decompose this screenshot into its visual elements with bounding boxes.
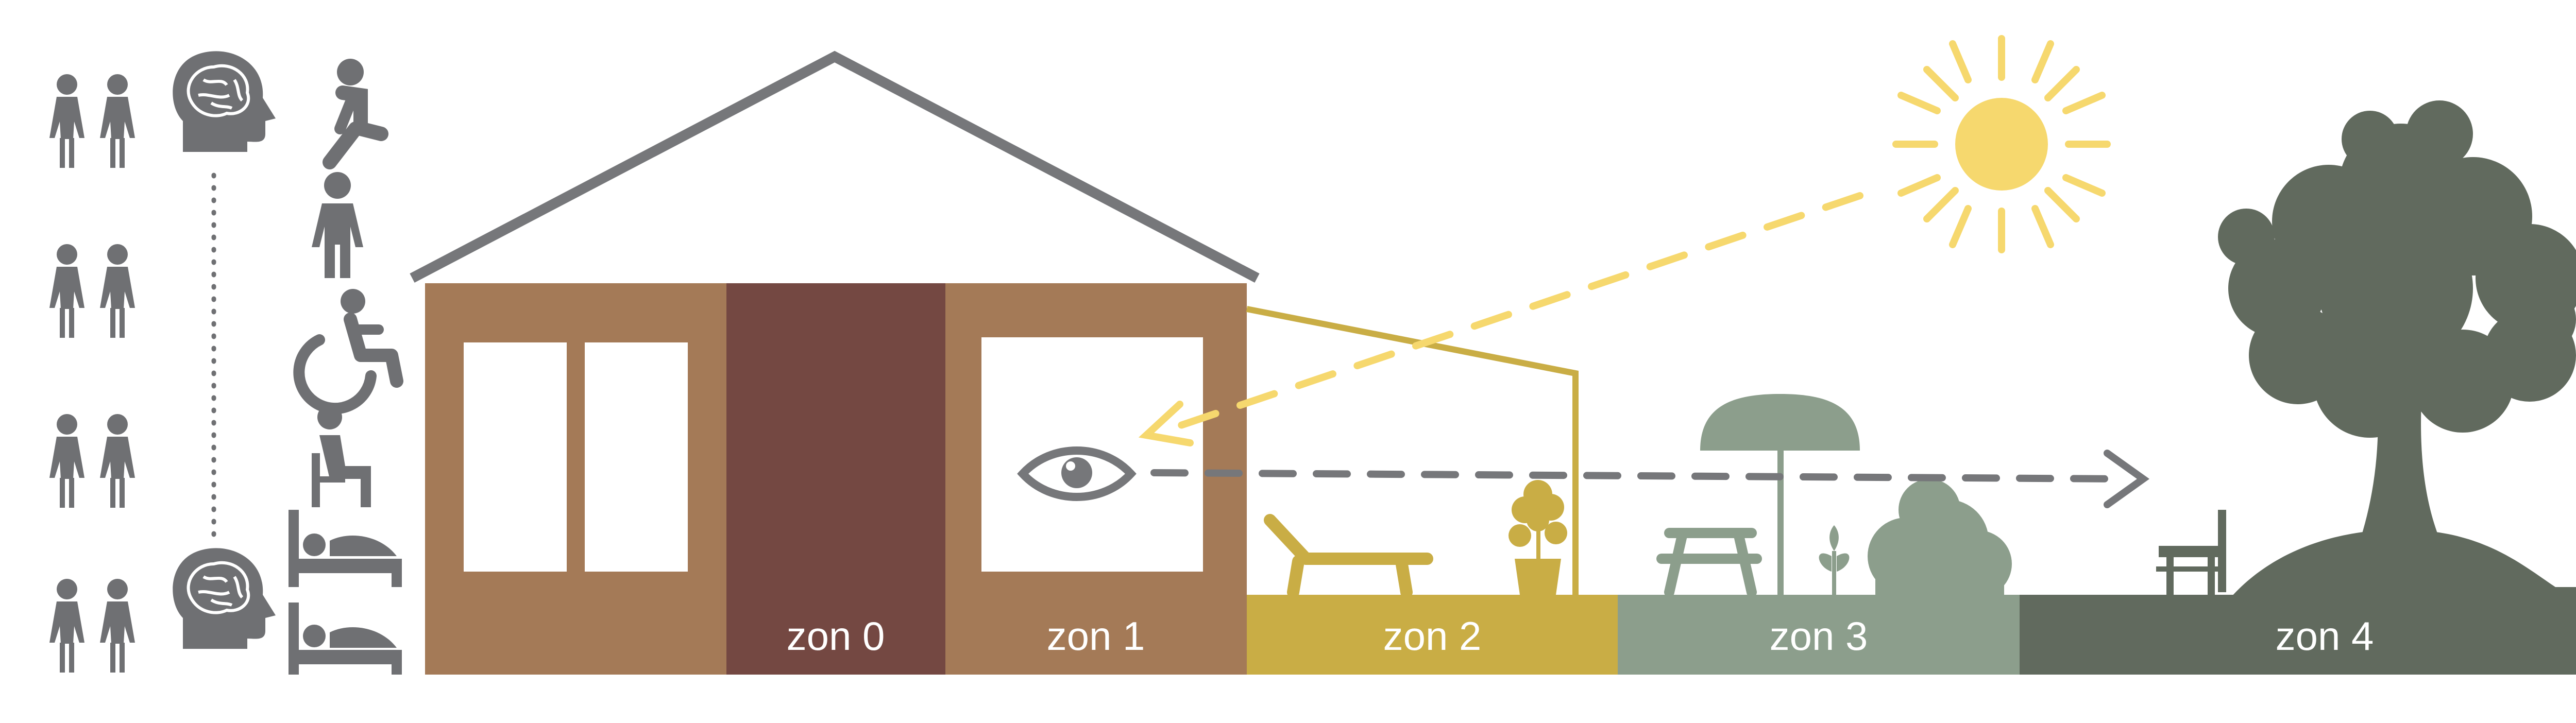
brain-head-icon-bottom	[173, 548, 276, 649]
zone-label-2: zon 2	[1383, 613, 1482, 659]
zone-label-4: zon 4	[2276, 613, 2374, 659]
brain-head-icon-top	[173, 51, 276, 152]
couple-icon-row-3	[49, 414, 135, 508]
lounger-icon	[1264, 514, 1433, 598]
couple-icon-row-2	[49, 244, 135, 338]
seated-person-icon	[312, 405, 371, 507]
umbrella-icon	[1700, 394, 1860, 595]
pergola-frame	[1246, 306, 1579, 595]
house	[410, 50, 1260, 675]
bench-icon	[2156, 510, 2226, 595]
zone-label-0: zon 0	[787, 613, 885, 659]
bed-icon-1	[289, 510, 402, 587]
eye-icon	[1017, 446, 1137, 501]
zone-3-bar	[1618, 595, 2020, 675]
walking-person-icon	[323, 59, 388, 169]
bed-icon-2	[289, 602, 402, 675]
sprout-icon	[1819, 525, 1850, 595]
view-arrow	[1150, 450, 2150, 508]
tree-icon	[2218, 100, 2576, 556]
sunlight-arrow	[1138, 192, 1863, 446]
potted-plant-icon	[1509, 480, 1567, 595]
bush-icon	[1868, 479, 2012, 597]
zone-label-3: zon 3	[1770, 613, 1868, 659]
standing-person-icon	[312, 172, 363, 278]
zone-4-bar	[2020, 595, 2576, 675]
roof	[410, 50, 1260, 283]
house-wall-center	[726, 283, 945, 675]
picnic-table-icon	[1656, 528, 1762, 597]
zone-2-bar	[1247, 595, 1618, 675]
window-left-2	[585, 342, 688, 572]
window-left-1	[464, 342, 567, 572]
zone-strip	[1247, 595, 2576, 675]
couple-icon-row-1	[49, 74, 135, 168]
sun-icon	[1892, 35, 2111, 253]
hill	[2231, 529, 2576, 597]
couple-icon-row-4	[49, 579, 135, 673]
zone-label-1: zon 1	[1047, 613, 1145, 659]
wheelchair-icon	[293, 289, 403, 415]
